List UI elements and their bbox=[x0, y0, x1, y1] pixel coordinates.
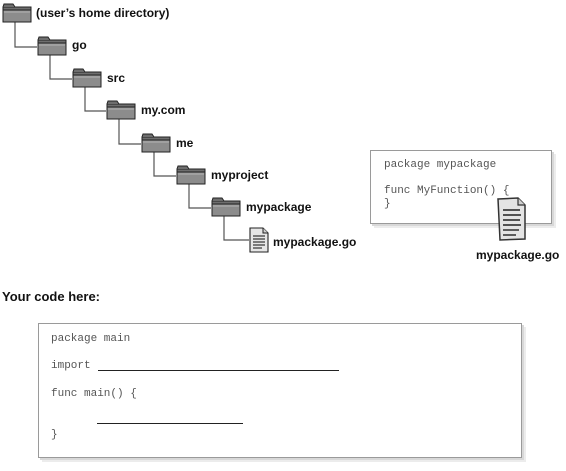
file-line-func: func MyFunction() { bbox=[384, 185, 510, 197]
tree-connector bbox=[49, 55, 72, 80]
folder-icon bbox=[211, 197, 241, 217]
document-icon bbox=[497, 197, 526, 241]
section-heading: Your code here: bbox=[2, 289, 101, 304]
tree-node-src-label: src bbox=[107, 71, 126, 85]
tree-node-mycom-label: my.com bbox=[141, 103, 186, 117]
folder-icon bbox=[176, 165, 206, 185]
tree-connector bbox=[223, 216, 249, 241]
code-line-close: } bbox=[51, 429, 58, 441]
import-blank-field[interactable] bbox=[98, 370, 339, 371]
directory-tree-graphics bbox=[2, 3, 269, 253]
document-filename-caption: mypackage.go bbox=[476, 248, 560, 262]
tree-connectors bbox=[14, 22, 249, 241]
func-body-blank-field[interactable] bbox=[97, 423, 243, 424]
tree-connector bbox=[153, 152, 176, 177]
folder-icon bbox=[141, 133, 171, 153]
tree-connector bbox=[14, 22, 37, 48]
folder-icon bbox=[72, 68, 102, 88]
tree-connector bbox=[188, 184, 211, 209]
tree-node-mypackage-label: mypackage bbox=[246, 200, 312, 214]
file-line-package: package mypackage bbox=[384, 159, 497, 171]
tree-connector bbox=[118, 119, 141, 145]
folder-icon bbox=[106, 100, 136, 120]
tree-node-go-label: go bbox=[72, 38, 87, 52]
tree-node-me-label: me bbox=[176, 136, 194, 150]
code-line-func: func main() { bbox=[51, 388, 137, 400]
file-line-close: } bbox=[384, 198, 391, 210]
code-line-import: import bbox=[51, 360, 91, 372]
folder-icon bbox=[37, 36, 67, 56]
file-icon bbox=[249, 227, 269, 253]
folder-icon bbox=[2, 3, 32, 23]
tree-connector bbox=[84, 87, 106, 112]
tree-node-home-label: (user’s home directory) bbox=[36, 6, 170, 20]
tree-node-mypackage-go-label: mypackage.go bbox=[273, 235, 357, 249]
code-line-package: package main bbox=[51, 333, 131, 345]
tree-icons bbox=[2, 3, 269, 253]
code-exercise-box: package main import func main() { } bbox=[38, 323, 522, 458]
tree-node-myproject-label: myproject bbox=[211, 168, 269, 182]
